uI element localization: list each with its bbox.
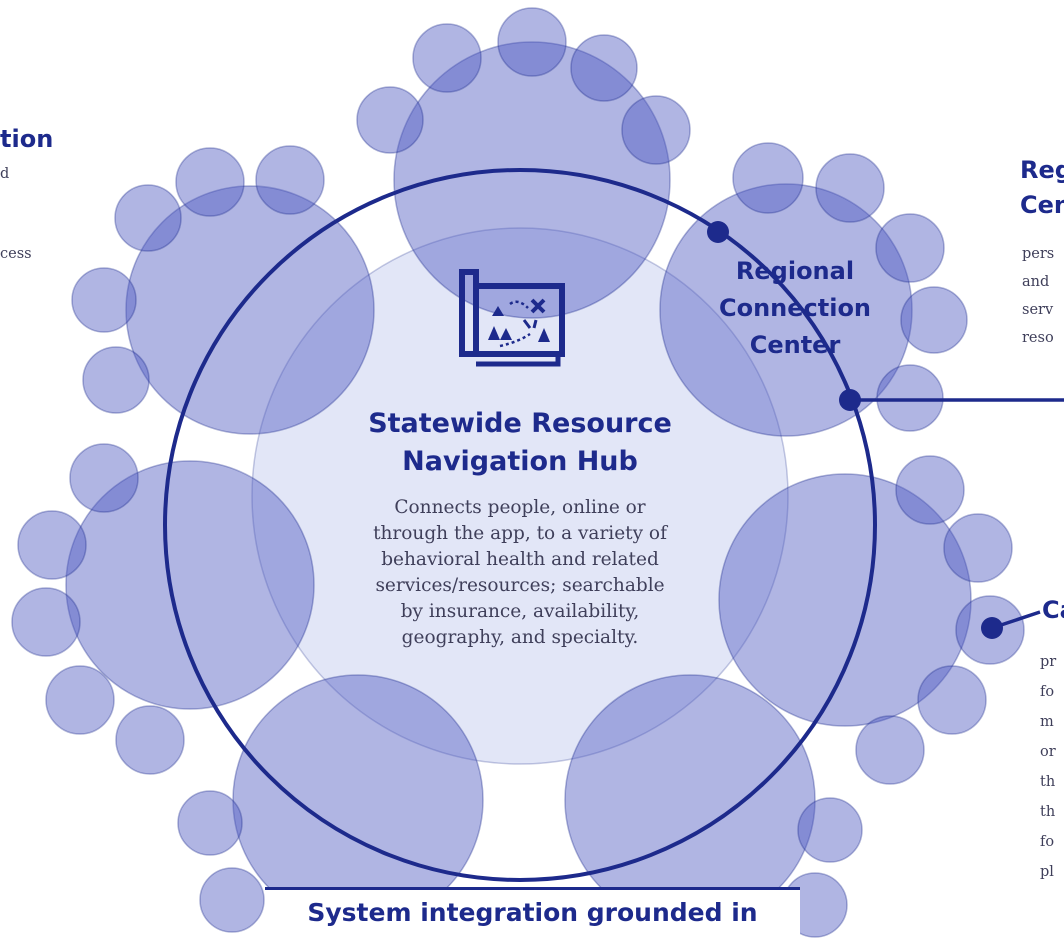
satellite-bubble <box>943 513 1013 583</box>
service-cluster-bubble <box>125 185 375 435</box>
regional-center-label: Regional Connection Center <box>700 253 890 364</box>
hub-title-line: Navigation Hub <box>402 446 638 477</box>
satellite-bubble <box>895 455 965 525</box>
bottom-banner: System integration grounded in <box>265 887 800 944</box>
right-bottom-panel-text: th <box>1040 774 1056 790</box>
right-bottom-panel-text: or <box>1040 744 1056 760</box>
left-panel-text: d <box>0 166 10 182</box>
satellite-bubble <box>855 715 925 785</box>
satellite-bubble <box>82 346 150 414</box>
hub-description: Connects people, online or through the a… <box>325 495 715 651</box>
right-top-panel-text: serv <box>1022 302 1054 318</box>
hub-description-line: services/resources; searchable <box>375 575 665 596</box>
satellite-bubble <box>177 790 243 856</box>
service-cluster-bubble <box>393 41 671 319</box>
satellite-bubble <box>497 7 567 77</box>
right-bottom-panel-text: fo <box>1040 834 1055 850</box>
satellite-bubble <box>815 153 885 223</box>
satellite-bubble <box>255 145 325 215</box>
connector-lines <box>163 168 1064 882</box>
satellite-bubble <box>875 213 945 283</box>
satellite-bubble <box>69 443 139 513</box>
satellite-bubble <box>17 510 87 580</box>
satellite-bubble <box>621 95 691 165</box>
right-bottom-panel-heading: Ca <box>1042 596 1064 624</box>
hub-description-line: through the app, to a variety of <box>373 523 667 544</box>
satellite-bubble <box>732 142 804 214</box>
right-top-panel-text: reso <box>1022 330 1054 346</box>
hub-title-line: Statewide Resource <box>368 408 672 439</box>
satellite-bubble <box>115 705 185 775</box>
right-bottom-panel-text: th <box>1040 804 1056 820</box>
hub-description-line: by insurance, availability, <box>400 601 640 622</box>
hub-description-line: geography, and specialty. <box>401 627 639 648</box>
service-cluster-bubble <box>659 183 913 437</box>
satellite-bubble <box>11 587 81 657</box>
left-panel-heading: tion <box>0 125 54 153</box>
satellite-bubble <box>114 184 182 252</box>
right-top-panel-heading: Cen <box>1020 191 1064 219</box>
right-bottom-panel-text: m <box>1040 714 1054 730</box>
connection-ring <box>163 168 877 882</box>
satellite-bubble <box>45 665 115 735</box>
satellite-bubble <box>900 286 968 354</box>
left-panel-text: cess <box>0 246 32 262</box>
satellite-bubble <box>199 867 265 933</box>
regional-center-label-line: Connection <box>718 294 872 322</box>
right-bottom-panel-text: fo <box>1040 684 1055 700</box>
connector-dot <box>981 617 1003 639</box>
service-cluster-bubble <box>718 473 972 727</box>
hub-title: Statewide Resource Navigation Hub <box>330 405 710 481</box>
satellite-bubble <box>876 364 944 432</box>
hub-description-line: Connects people, online or <box>394 497 646 518</box>
satellite-bubble <box>570 34 638 102</box>
right-top-panel-heading: Reg <box>1020 156 1064 184</box>
right-bottom-panel-text: pl <box>1040 864 1054 880</box>
connector-dot <box>839 389 861 411</box>
regional-center-label-line: Regional <box>735 257 855 285</box>
satellite-bubble <box>412 23 482 93</box>
service-cluster-bubble <box>65 460 315 710</box>
hub-disk <box>251 227 789 765</box>
regional-center-label-line: Center <box>749 331 841 359</box>
connector-dot <box>707 221 729 243</box>
right-bottom-panel-text: pr <box>1040 654 1057 670</box>
satellite-bubble <box>175 147 245 217</box>
hub-description-line: behavioral health and related <box>381 549 659 570</box>
right-top-panel-text: pers <box>1022 246 1055 262</box>
satellite-bubble <box>71 267 137 333</box>
satellite-bubble <box>797 797 863 863</box>
treasure-map-icon <box>458 268 570 372</box>
right-top-panel-text: and <box>1022 274 1050 290</box>
satellite-bubble <box>356 86 424 154</box>
satellite-bubble <box>917 665 987 735</box>
